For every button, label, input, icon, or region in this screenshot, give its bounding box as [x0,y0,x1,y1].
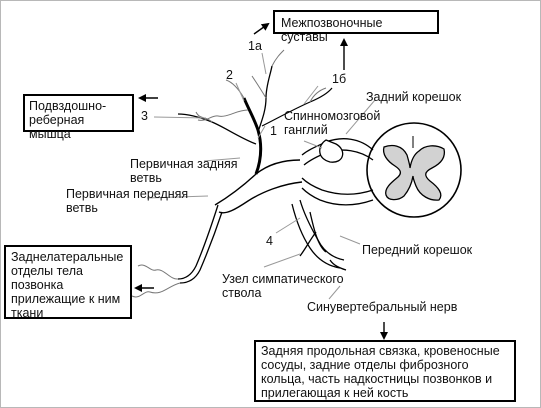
iliocostal-muscle-box: Подвздошно- реберная мышца [23,94,134,141]
number-1: 1 [270,124,277,138]
iliocostal-line-1: Подвздошно- [29,99,107,113]
gray-matter [382,144,446,201]
vertebral-body-line-5: ткани [11,306,44,320]
sinuvertebral-nerve-label: Синувертебральный нерв [307,300,458,314]
vertebral-body-line-4: прилежащие к ним [11,292,121,306]
nerve-roots [301,138,374,206]
spinal-ganglion-line-2: ганглий [284,123,328,137]
number-1a: 1а [248,39,262,53]
ventral-ramus-line-1: Первичная передняя [66,187,189,201]
arrows [134,22,388,340]
spinal-cord [366,122,462,218]
spinal-nerve [131,49,333,298]
sympathetic-ganglion-label: Узел симпатического ствола [222,272,344,300]
dorsal-ramus-label: Первичная задняя ветвь [130,157,238,185]
ligament-line-2: сосуды, задние отделы фиброзного [261,358,469,372]
dorsal-ramus-line-2: ветвь [130,171,162,185]
ligament-box: Задняя продольная связка, кровеносные со… [254,340,516,402]
ventral-root-label: Передний корешок [362,243,473,257]
vertebral-body-line-3: позвонка [11,278,64,292]
number-1b: 1б [332,72,347,86]
sympathetic-and-sinuvertebral [291,199,347,271]
vertebral-body-line-2: отделы тела [11,264,83,278]
ligament-line-3: кольца, часть надкостницы позвонков и [261,372,493,386]
spinal-ganglion-label: Спинномозговой ганглий [284,109,380,137]
leader-lines [146,52,376,300]
number-4: 4 [266,234,273,248]
vertebral-body-line-1: Заднелатеральные [11,250,124,264]
ventral-ramus-line-2: ветвь [66,201,98,215]
ligament-line-4: прилегающая к ней кость [261,386,409,400]
spinal-ganglion-line-1: Спинномозговой [284,109,381,123]
number-3: 3 [141,109,148,123]
dorsal-ramus-line-1: Первичная задняя [130,157,238,171]
facet-joints-box: Межпозвоночные суставы [273,10,439,44]
iliocostal-line-2: реберная мышца [29,113,85,141]
ventral-ramus-label: Первичная передняя ветвь [66,187,188,215]
number-2: 2 [226,68,233,82]
facet-joints-text: Межпозвоночные суставы [281,16,383,44]
vertebral-body-box: Заднелатеральные отделы тела позвонка пр… [4,245,132,320]
sympathetic-ganglion-line-2: ствола [222,286,262,300]
sympathetic-ganglion-line-1: Узел симпатического [222,272,344,286]
dorsal-root-label: Задний корешок [366,90,462,104]
ligament-line-1: Задняя продольная связка, кровеносные [261,344,500,358]
